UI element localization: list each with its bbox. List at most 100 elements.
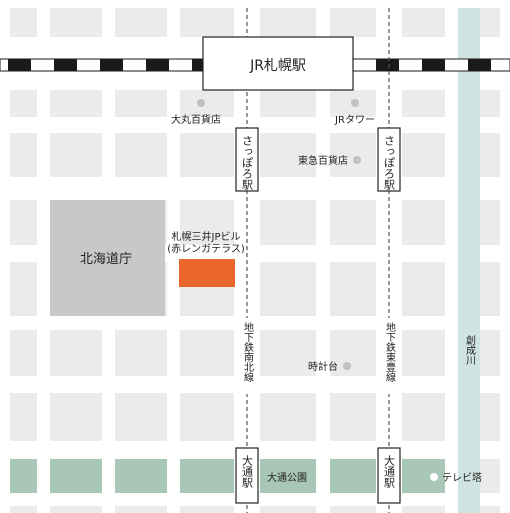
city-block — [402, 8, 445, 37]
city-block — [10, 8, 37, 37]
city-block — [260, 200, 316, 245]
railway-track-segment — [100, 59, 123, 71]
city-block — [402, 506, 445, 513]
city-block — [10, 393, 37, 441]
city-block — [115, 8, 167, 37]
city-block — [10, 330, 37, 376]
park-block — [260, 459, 316, 493]
park-block — [180, 459, 234, 493]
city-block — [330, 330, 376, 376]
city-block — [50, 330, 102, 376]
city-block — [480, 393, 500, 441]
city-block — [402, 262, 445, 316]
city-block — [480, 459, 500, 493]
city-block — [260, 90, 316, 117]
city-block — [480, 200, 500, 245]
subway-lines — [246, 8, 390, 513]
city-block — [480, 262, 500, 316]
park-block — [402, 459, 445, 493]
park-block — [115, 459, 167, 493]
namboku-line-label: 地下鉄南北線 — [242, 321, 254, 382]
city-block — [115, 330, 167, 376]
city-block — [260, 8, 316, 37]
odori-station-left-box[interactable] — [235, 447, 259, 504]
city-block — [50, 90, 102, 117]
city-block — [480, 133, 500, 177]
map-features — [50, 8, 480, 513]
city-block — [180, 133, 234, 177]
target-building-highlight[interactable] — [179, 259, 235, 287]
jr-tower-dot — [351, 99, 359, 107]
subway-left-label-bg — [240, 318, 254, 394]
city-block — [480, 506, 500, 513]
city-block — [402, 133, 445, 177]
city-block — [10, 200, 37, 245]
tv-tower-dot — [430, 473, 438, 481]
city-block — [180, 330, 234, 376]
city-block — [402, 90, 445, 117]
city-block — [402, 330, 445, 376]
city-block — [180, 506, 234, 513]
city-block — [480, 330, 500, 376]
city-block — [115, 90, 167, 117]
tokyu-label: 東急百貨店 — [298, 154, 348, 167]
railway-track-segment — [422, 59, 445, 71]
railway-track-segment — [8, 59, 31, 71]
city-block — [260, 393, 316, 441]
city-block — [260, 330, 316, 376]
city-block — [330, 133, 376, 177]
toho-line-label: 地下鉄東豊線 — [384, 321, 396, 382]
city-block — [330, 262, 376, 316]
city-block — [180, 393, 234, 441]
city-block — [10, 90, 37, 117]
clock-tower-label: 時計台 — [308, 360, 338, 373]
target-building-label-line1: 札幌三井JPビル — [172, 230, 241, 243]
subway-right-label-bg — [382, 318, 396, 394]
city-block — [260, 506, 316, 513]
railway-track-segment — [54, 59, 77, 71]
city-block — [330, 200, 376, 245]
city-block — [50, 506, 102, 513]
daimaru-dot — [197, 99, 205, 107]
tokyu-dot — [353, 156, 361, 164]
odori-station-right-box[interactable] — [377, 447, 401, 504]
city-block — [260, 262, 316, 316]
railway-track-segment — [376, 59, 399, 71]
city-block — [180, 8, 234, 37]
hokkaido-government-building[interactable] — [50, 200, 165, 316]
city-block — [480, 90, 500, 117]
city-block — [115, 506, 167, 513]
city-block — [402, 393, 445, 441]
hokkaido-government-label: 北海道庁 — [80, 252, 132, 267]
city-block — [402, 200, 445, 245]
city-block — [260, 133, 316, 177]
city-block — [330, 8, 376, 37]
jr-tower-label: JRタワー — [334, 114, 375, 126]
railway-track-segment — [468, 59, 491, 71]
city-block — [10, 506, 37, 513]
city-block — [10, 133, 37, 177]
tv-tower-label: テレビ塔 — [442, 471, 482, 484]
city-block — [180, 200, 234, 245]
city-block — [50, 8, 102, 37]
clock-tower-dot — [343, 362, 351, 370]
city-block — [330, 506, 376, 513]
jr-sapporo-station-box[interactable] — [202, 36, 354, 91]
city-block — [50, 393, 102, 441]
park-block — [10, 459, 37, 493]
sapporo-station-left-box[interactable] — [235, 127, 259, 192]
jr-sapporo-station-label: JR札幌駅 — [249, 58, 306, 74]
target-building-label-line2: (赤レンガテラス) — [167, 243, 245, 255]
city-block — [330, 393, 376, 441]
sapporo-station-right-box[interactable] — [377, 127, 401, 192]
sapporo-station-right-label: さっぽろ駅 — [383, 135, 396, 191]
odori-station-left-label: 大通駅 — [241, 454, 254, 489]
sosei-river-label: 創成川 — [464, 335, 476, 365]
sosei-river — [458, 8, 480, 513]
city-block — [115, 393, 167, 441]
city-block — [50, 133, 102, 177]
sapporo-station-left-label: さっぽろ駅 — [241, 135, 254, 191]
park-block — [50, 459, 102, 493]
city-block — [480, 8, 500, 37]
